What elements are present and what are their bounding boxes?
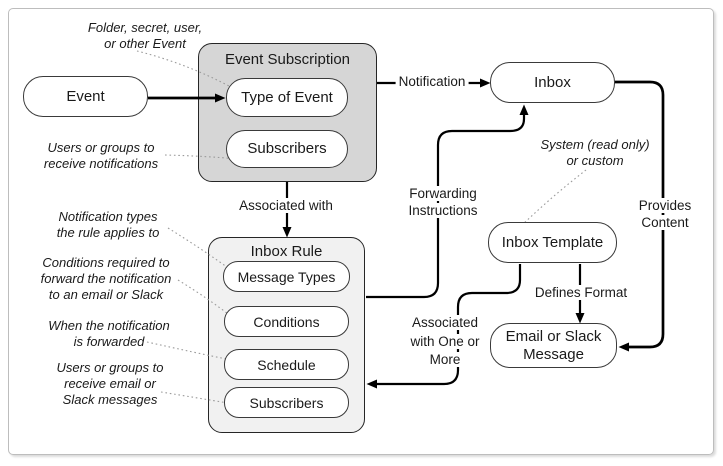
- note-message-types-line2: the rule applies to: [56, 225, 160, 240]
- note-subscribers-bottom-line2: receive email or: [64, 376, 156, 391]
- message-types-node: Message Types: [223, 261, 350, 292]
- note-subscribers-top: Users or groups to receive notifications: [44, 140, 158, 172]
- note-conditions-line3: to an email or Slack: [48, 287, 164, 302]
- inbox-node: Inbox: [490, 62, 615, 103]
- assoc-more-line3: More: [426, 352, 464, 367]
- leader-inbox-template: [518, 169, 587, 229]
- subscribers-node-top: Subscribers: [226, 130, 348, 168]
- schedule-node: Schedule: [224, 349, 349, 380]
- note-subscribers-bottom-line1: Users or groups to: [56, 360, 164, 375]
- notification-edge-label: Notification: [395, 74, 469, 91]
- schedule-label: Schedule: [257, 356, 316, 373]
- diagram-frame: [8, 8, 714, 455]
- note-schedule-line2: is forwarded: [73, 334, 145, 349]
- event-node: Event: [23, 76, 148, 117]
- notification-text: Notification: [395, 74, 469, 89]
- leader-conditions: [177, 279, 233, 318]
- associated-with-edge-label: Associated with: [236, 198, 336, 215]
- note-event-type: Folder, secret, user, or other Event: [88, 20, 202, 52]
- email-or-slack-message-node: Email or Slack Message: [490, 323, 617, 368]
- leader-schedule: [146, 341, 232, 361]
- forwarding-instructions-edge-label: Forwarding Instructions: [405, 186, 481, 219]
- event-subscription-title: Event Subscription: [224, 51, 351, 68]
- note-conditions-line1: Conditions required to: [42, 255, 170, 270]
- note-message-types-line1: Notification types: [58, 209, 158, 224]
- arrow-forwarding-instructions: [366, 104, 529, 299]
- conditions-node: Conditions: [224, 306, 349, 337]
- conditions-label: Conditions: [253, 313, 320, 330]
- leader-message-types: [167, 227, 232, 271]
- note-inbox-template: System (read only) or custom: [540, 137, 649, 169]
- subscribers-node-bottom: Subscribers: [224, 387, 349, 418]
- note-inbox-template-line1: System (read only): [540, 137, 650, 152]
- email-or-slack-line2: Message: [523, 345, 584, 363]
- note-event-type-line2: or other Event: [104, 36, 186, 51]
- note-message-types: Notification types the rule applies to: [57, 209, 160, 241]
- defines-format-edge-label: Defines Format: [531, 285, 631, 302]
- inbox-template-label: Inbox Template: [501, 233, 604, 251]
- provides-content-edge-label: Provides Content: [635, 198, 695, 231]
- note-conditions: Conditions required to forward the notif…: [41, 255, 172, 303]
- note-subscribers-bottom: Users or groups to receive email or Slac…: [57, 360, 164, 408]
- defines-format-text: Defines Format: [531, 285, 631, 300]
- note-subscribers-top-line1: Users or groups to: [47, 140, 155, 155]
- email-or-slack-line1: Email or Slack: [505, 327, 602, 345]
- note-inbox-template-line2: or custom: [566, 153, 624, 168]
- associated-one-or-more-edge-label: Associated with One or More: [407, 314, 483, 370]
- note-conditions-line2: forward the notification: [40, 271, 172, 286]
- assoc-more-line2: with One or: [407, 333, 483, 349]
- message-types-label: Message Types: [237, 268, 336, 285]
- forwarding-line1: Forwarding: [406, 186, 480, 201]
- leader-event-type: [136, 50, 230, 87]
- provides-line2: Content: [638, 214, 692, 230]
- event-label: Event: [66, 87, 105, 105]
- type-of-event-label: Type of Event: [241, 88, 333, 106]
- note-event-type-line1: Folder, secret, user,: [87, 20, 203, 35]
- inbox-template-node: Inbox Template: [488, 222, 617, 263]
- type-of-event-node: Type of Event: [226, 78, 348, 117]
- subscribers-bottom-label: Subscribers: [249, 394, 324, 411]
- note-schedule-line1: When the notification: [48, 318, 170, 333]
- subscribers-top-label: Subscribers: [247, 140, 327, 157]
- leader-subscribers-bottom: [160, 391, 229, 404]
- assoc-more-line1: Associated: [408, 315, 482, 330]
- arrow-template-to-inbox-rule: [366, 264, 522, 389]
- provides-line1: Provides: [635, 198, 695, 213]
- note-subscribers-top-line2: receive notifications: [43, 156, 159, 171]
- inbox-rule-title: Inbox Rule: [250, 243, 323, 260]
- associated-with-text: Associated with: [236, 198, 336, 213]
- note-subscribers-bottom-line3: Slack messages: [62, 392, 158, 407]
- note-schedule: When the notification is forwarded: [48, 318, 169, 350]
- forwarding-line2: Instructions: [405, 202, 481, 218]
- inbox-label: Inbox: [534, 73, 571, 91]
